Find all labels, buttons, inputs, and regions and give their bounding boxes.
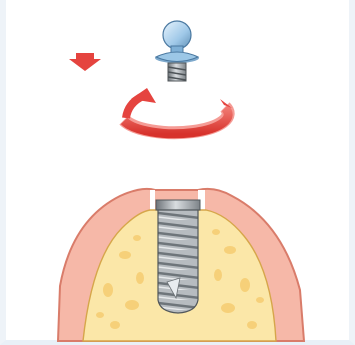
ball-abutment-icon <box>155 21 199 81</box>
arrow-down-icon <box>69 53 101 71</box>
dental-implant-icon <box>58 189 304 341</box>
rotation-arrow-icon <box>124 88 232 134</box>
